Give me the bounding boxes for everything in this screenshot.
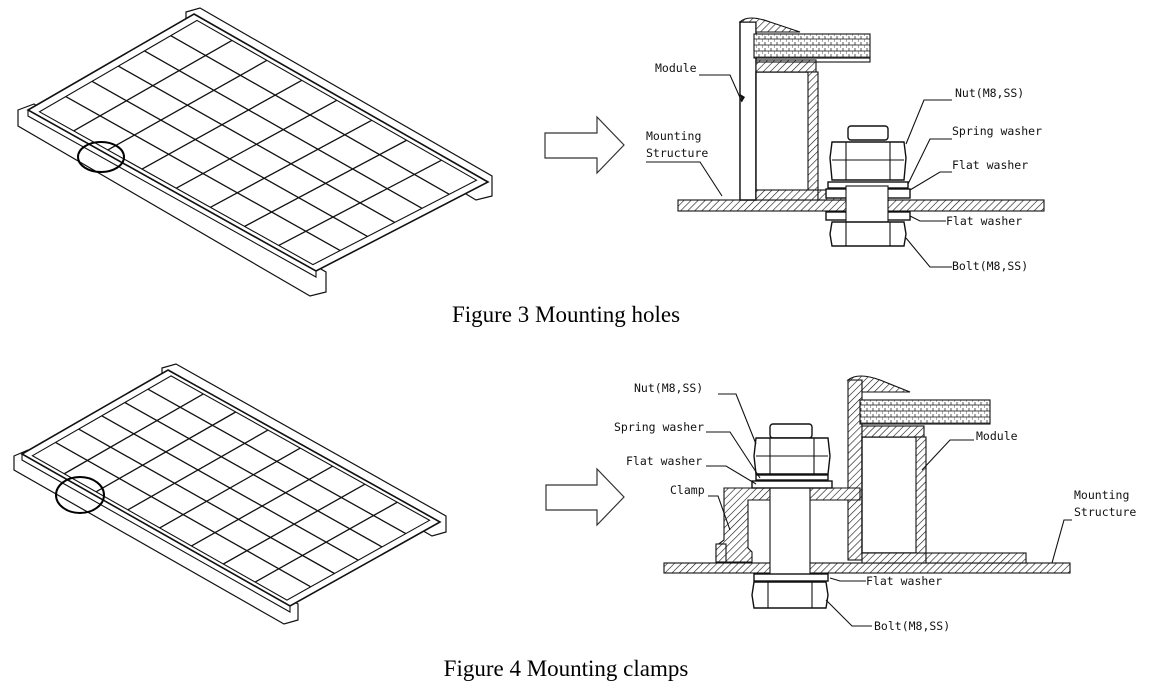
figure4-glass-laminate (859, 399, 991, 425)
figure4-label-nut: Nut(M8,SS) (634, 381, 703, 395)
figure3-glass-laminate (753, 33, 871, 59)
figure4-label-clamp: Clamp (670, 483, 705, 497)
figure4-label-flat-washer-top: Flat washer (626, 454, 702, 468)
figure4-arrow-icon (545, 467, 625, 527)
figure4-flat-washer-bottom (753, 573, 829, 582)
figure4-cross-section: Nut(M8,SS) Spring washer Flat washer Cla… (614, 375, 1136, 633)
figure3-label-flat-washer-top: Flat washer (952, 158, 1028, 172)
figure4-label-spring-washer: Spring washer (614, 420, 704, 434)
figure3-highlight-circle (77, 141, 125, 173)
figure3-panel-isometric (17, 7, 493, 297)
figure3-nut (829, 141, 907, 181)
figure3-bolt-head (829, 221, 907, 247)
figure3-label-module: Module (655, 61, 697, 75)
figure4-highlight-circle (55, 476, 105, 514)
figure4-label-mounting-structure-1: Mounting (1074, 488, 1129, 502)
figure3-bolt-top (847, 125, 889, 141)
figure3-caption: Figure 3 Mounting holes (452, 302, 680, 327)
figure4-label-flat-washer-bottom: Flat washer (866, 574, 942, 588)
figure4-label-mounting-structure-2: Structure (1074, 505, 1136, 519)
figure4-label-module: Module (976, 429, 1018, 443)
figure4-spring-washer (755, 474, 829, 481)
figure3-label-nut: Nut(M8,SS) (955, 86, 1024, 100)
figure4-caption: Figure 4 Mounting clamps (444, 656, 689, 681)
figure4-flat-washer-top (751, 480, 833, 489)
figure3-label-mounting-structure-2: Structure (646, 146, 708, 160)
figure3-arrow-icon (544, 115, 625, 175)
figure3-label-mounting-structure-1: Mounting (646, 129, 701, 143)
figure4-bolt-head (751, 581, 829, 609)
figure3-cross-section: Module Mounting Structure Nut(M8,SS) Spr… (646, 17, 1045, 273)
rail-0 (17, 103, 327, 297)
figure4-label-bolt: Bolt(M8,SS) (874, 619, 950, 633)
figure4-mounting-structure-plate (663, 562, 1071, 574)
figure3-label-spring-washer: Spring washer (952, 124, 1042, 138)
figure4-panel-isometric (13, 363, 447, 625)
figure3-label-flat-washer-bottom: Flat washer (946, 214, 1022, 228)
figure3-label-bolt: Bolt(M8,SS) (952, 259, 1028, 273)
